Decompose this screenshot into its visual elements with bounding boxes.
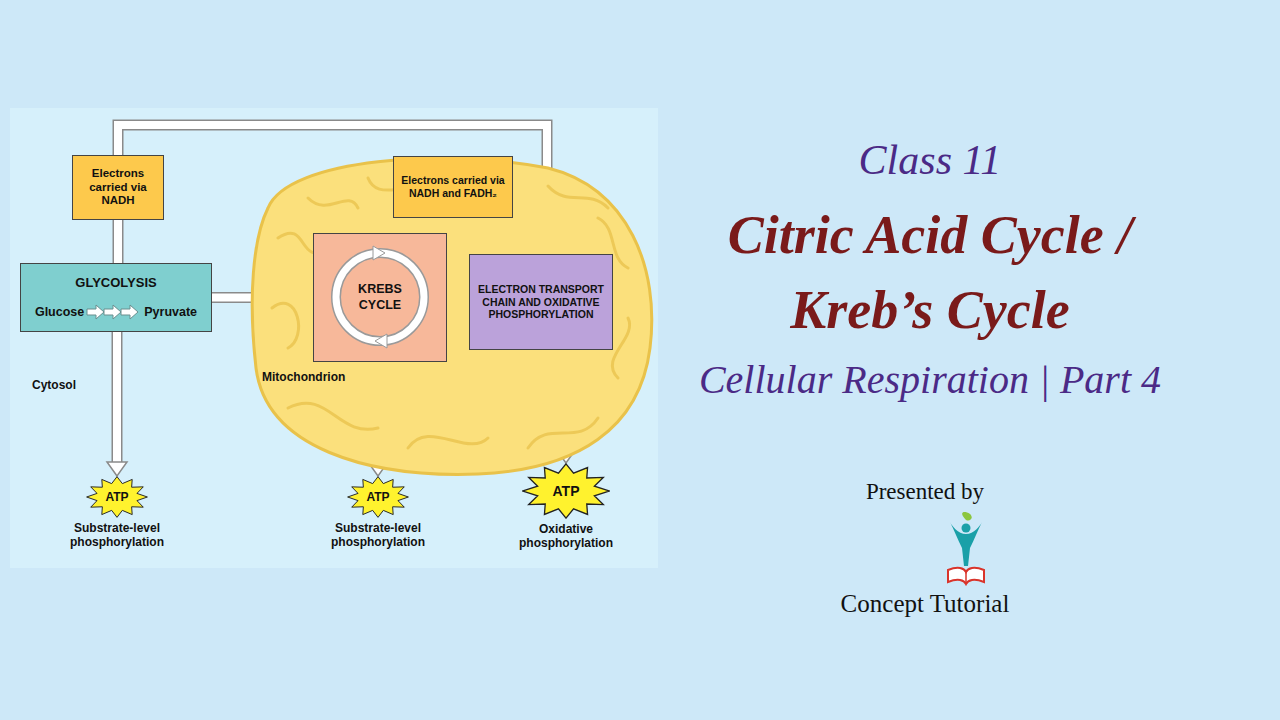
process-box: Electrons carried via NADH and FADH₂ (393, 156, 513, 218)
atp-text: ATP (553, 483, 580, 499)
product-text: Pyruvate (144, 305, 197, 319)
cycle-text: KREBS CYCLE (350, 282, 410, 313)
box-text: ELECTRON TRANSPORT CHAIN AND OXIDATIVE P… (476, 283, 606, 321)
brand-name: Concept Tutorial (725, 590, 1125, 618)
atp-starburst: ATPSubstrate-level phosphorylation (347, 476, 409, 518)
starburst (523, 464, 609, 518)
caption-text: Oxidative phosphorylation (491, 522, 641, 551)
chevron-arrow (87, 305, 104, 319)
subtitle: Cellular Respiration | Part 4 (630, 356, 1230, 403)
crista (528, 418, 598, 448)
presenter-label: Presented by (765, 479, 1085, 505)
cycle-arrowhead (373, 246, 385, 260)
process-box: Electrons carried via NADH (72, 155, 164, 220)
reactant-text: Glucose (35, 305, 84, 319)
connector-arrow (118, 220, 119, 263)
starburst (87, 477, 148, 518)
crista (612, 318, 629, 378)
atp-starburst: ATPOxidative phosphorylation (522, 463, 610, 519)
connector-outline (113, 220, 124, 263)
cycle-arrowhead (375, 334, 387, 348)
class-label: Class 11 (730, 136, 1130, 184)
connector-fill (113, 332, 121, 463)
crista (272, 303, 299, 348)
process-box: GLYCOLYSIS Glucose Pyruvate (20, 263, 212, 332)
connector-outline (112, 332, 123, 463)
arrowhead (107, 462, 127, 476)
starburst (348, 477, 409, 518)
region-label: Cytosol (32, 378, 132, 392)
process-box: KREBS CYCLE (313, 233, 447, 362)
crista (408, 436, 488, 448)
crista (308, 198, 358, 208)
atp-text: ATP (366, 490, 389, 504)
caption-text: Substrate-level phosphorylation (303, 521, 453, 550)
box-text: Electrons carried via NADH and FADH₂ (400, 174, 506, 199)
reaction-row: Glucose Pyruvate (35, 304, 197, 320)
atp-text: ATP (105, 490, 128, 504)
chevron-arrow (121, 305, 138, 319)
title: Citric Acid Cycle / Kreb’s Cycle (690, 198, 1170, 347)
cycle-ring-fill (336, 253, 424, 341)
logo-icon (944, 512, 988, 588)
connector-arrow (107, 332, 127, 476)
atp-starburst: ATPSubstrate-level phosphorylation (86, 476, 148, 518)
mitochondrion: Mitochondrion Electrons carried via NADH … (248, 148, 656, 478)
connector-fill (114, 220, 122, 263)
cycle-ring-outline (336, 253, 424, 341)
crista (288, 403, 378, 429)
process-box: ELECTRON TRANSPORT CHAIN AND OXIDATIVE P… (469, 254, 613, 350)
chevron-arrows (86, 304, 142, 320)
caption-text: Substrate-level phosphorylation (42, 521, 192, 550)
cycle-ring (313, 233, 447, 362)
chevron-arrow (104, 305, 121, 319)
box-text: Electrons carried via NADH (79, 167, 157, 208)
box-heading: GLYCOLYSIS (75, 275, 156, 290)
region-label: Mitochondrion (262, 370, 345, 384)
crista (548, 186, 608, 208)
